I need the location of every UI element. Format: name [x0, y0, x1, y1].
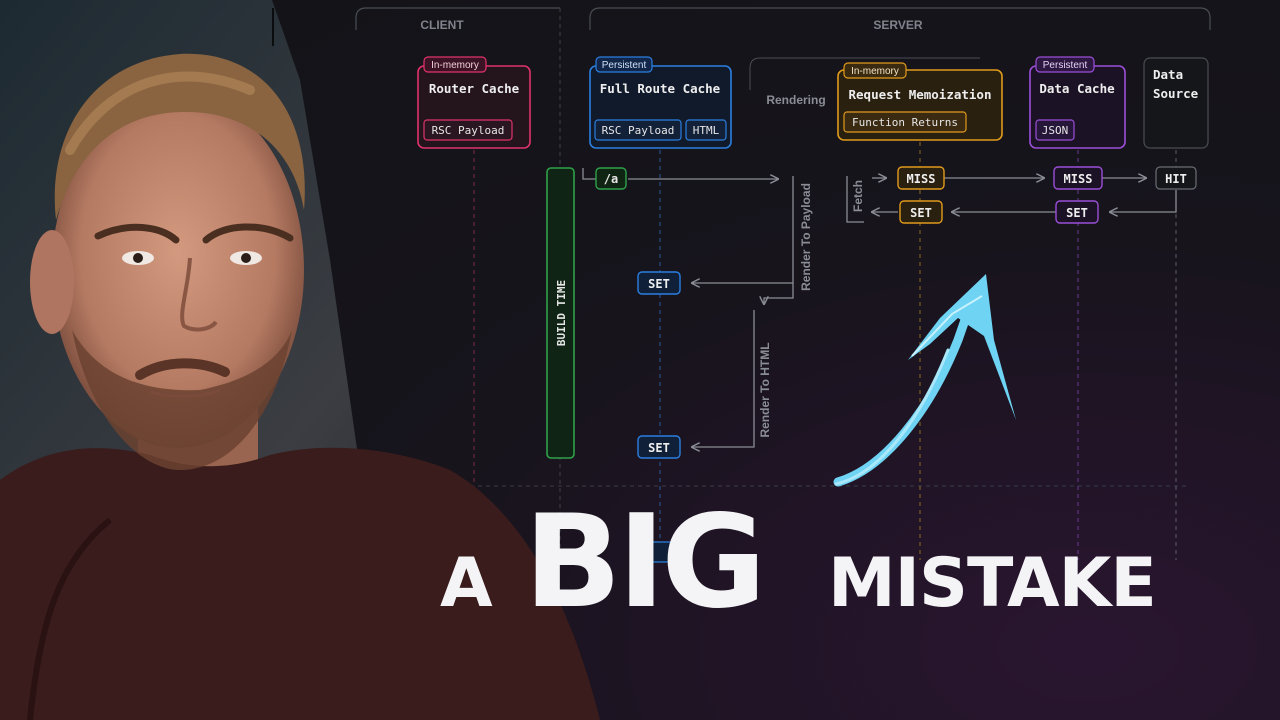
build-time-bar: BUILD TIME: [546, 167, 575, 459]
data-cache-set-chip: SET: [1055, 200, 1099, 224]
router-cache-badge: In-memory: [431, 60, 479, 71]
data-source-title-2: Source: [1153, 86, 1199, 101]
full-route-cache-item-rsc: RSC Payload: [602, 124, 675, 137]
headline-a: A: [440, 544, 493, 623]
data-cache-box: Persistent Data Cache JSON: [1029, 56, 1126, 149]
route-label: /a: [604, 172, 618, 186]
full-route-cache-item-html: HTML: [693, 124, 720, 137]
svg-text:SET: SET: [648, 441, 670, 455]
server-region-label: SERVER: [873, 18, 922, 32]
data-source-title-1: Data: [1153, 67, 1183, 82]
full-route-set-chip-2: SET: [637, 435, 681, 459]
rendering-label: Rendering: [766, 93, 825, 107]
memo-set-chip: SET: [899, 200, 943, 224]
data-cache-title: Data Cache: [1039, 81, 1115, 96]
svg-text:SET: SET: [1066, 206, 1088, 220]
data-cache-miss-chip: MISS: [1053, 166, 1103, 190]
build-time-label: BUILD TIME: [555, 280, 568, 346]
route-chip: /a: [595, 167, 627, 190]
partial-chip: [637, 541, 679, 563]
svg-text:SET: SET: [648, 277, 670, 291]
router-cache-item: RSC Payload: [432, 124, 505, 137]
presenter-photo: [0, 0, 600, 720]
full-route-cache-title: Full Route Cache: [600, 81, 721, 96]
flow-lines: [582, 168, 1177, 447]
svg-text:SET: SET: [910, 206, 932, 220]
request-memoization-badge: In-memory: [851, 66, 899, 77]
headline-big: BIG: [524, 488, 766, 637]
router-cache-title: Router Cache: [429, 81, 520, 96]
data-source-hit-chip: HIT: [1155, 166, 1197, 190]
router-cache-box: In-memory Router Cache RSC Payload: [417, 56, 531, 149]
hand-drawn-arrow-icon: [833, 274, 1016, 487]
request-memoization-box: In-memory Request Memoization Function R…: [837, 62, 1003, 141]
svg-text:MISS: MISS: [1064, 172, 1093, 186]
headline-mistake: MISTAKE: [828, 544, 1157, 623]
render-to-payload-label: Render To Payload: [799, 183, 813, 291]
full-route-set-chip-1: SET: [637, 271, 681, 295]
data-cache-item: JSON: [1042, 124, 1069, 137]
headline: A BIG MISTAKE: [440, 488, 1240, 637]
fetch-label: Fetch: [851, 180, 865, 212]
data-cache-badge: Persistent: [1043, 60, 1088, 71]
full-route-cache-badge: Persistent: [602, 60, 647, 71]
request-memoization-title: Request Memoization: [849, 87, 992, 102]
svg-text:HIT: HIT: [1165, 172, 1187, 186]
memo-miss-chip: MISS: [897, 166, 945, 190]
full-route-cache-box: Persistent Full Route Cache RSC Payload …: [589, 56, 732, 149]
render-to-html-label: Render To HTML: [758, 342, 772, 437]
client-region-label: CLIENT: [420, 18, 464, 32]
data-source-box: Data Source: [1143, 57, 1209, 149]
svg-text:MISS: MISS: [907, 172, 936, 186]
request-memoization-item: Function Returns: [852, 116, 958, 129]
region-frames: CLIENT SERVER: [355, 7, 1211, 560]
